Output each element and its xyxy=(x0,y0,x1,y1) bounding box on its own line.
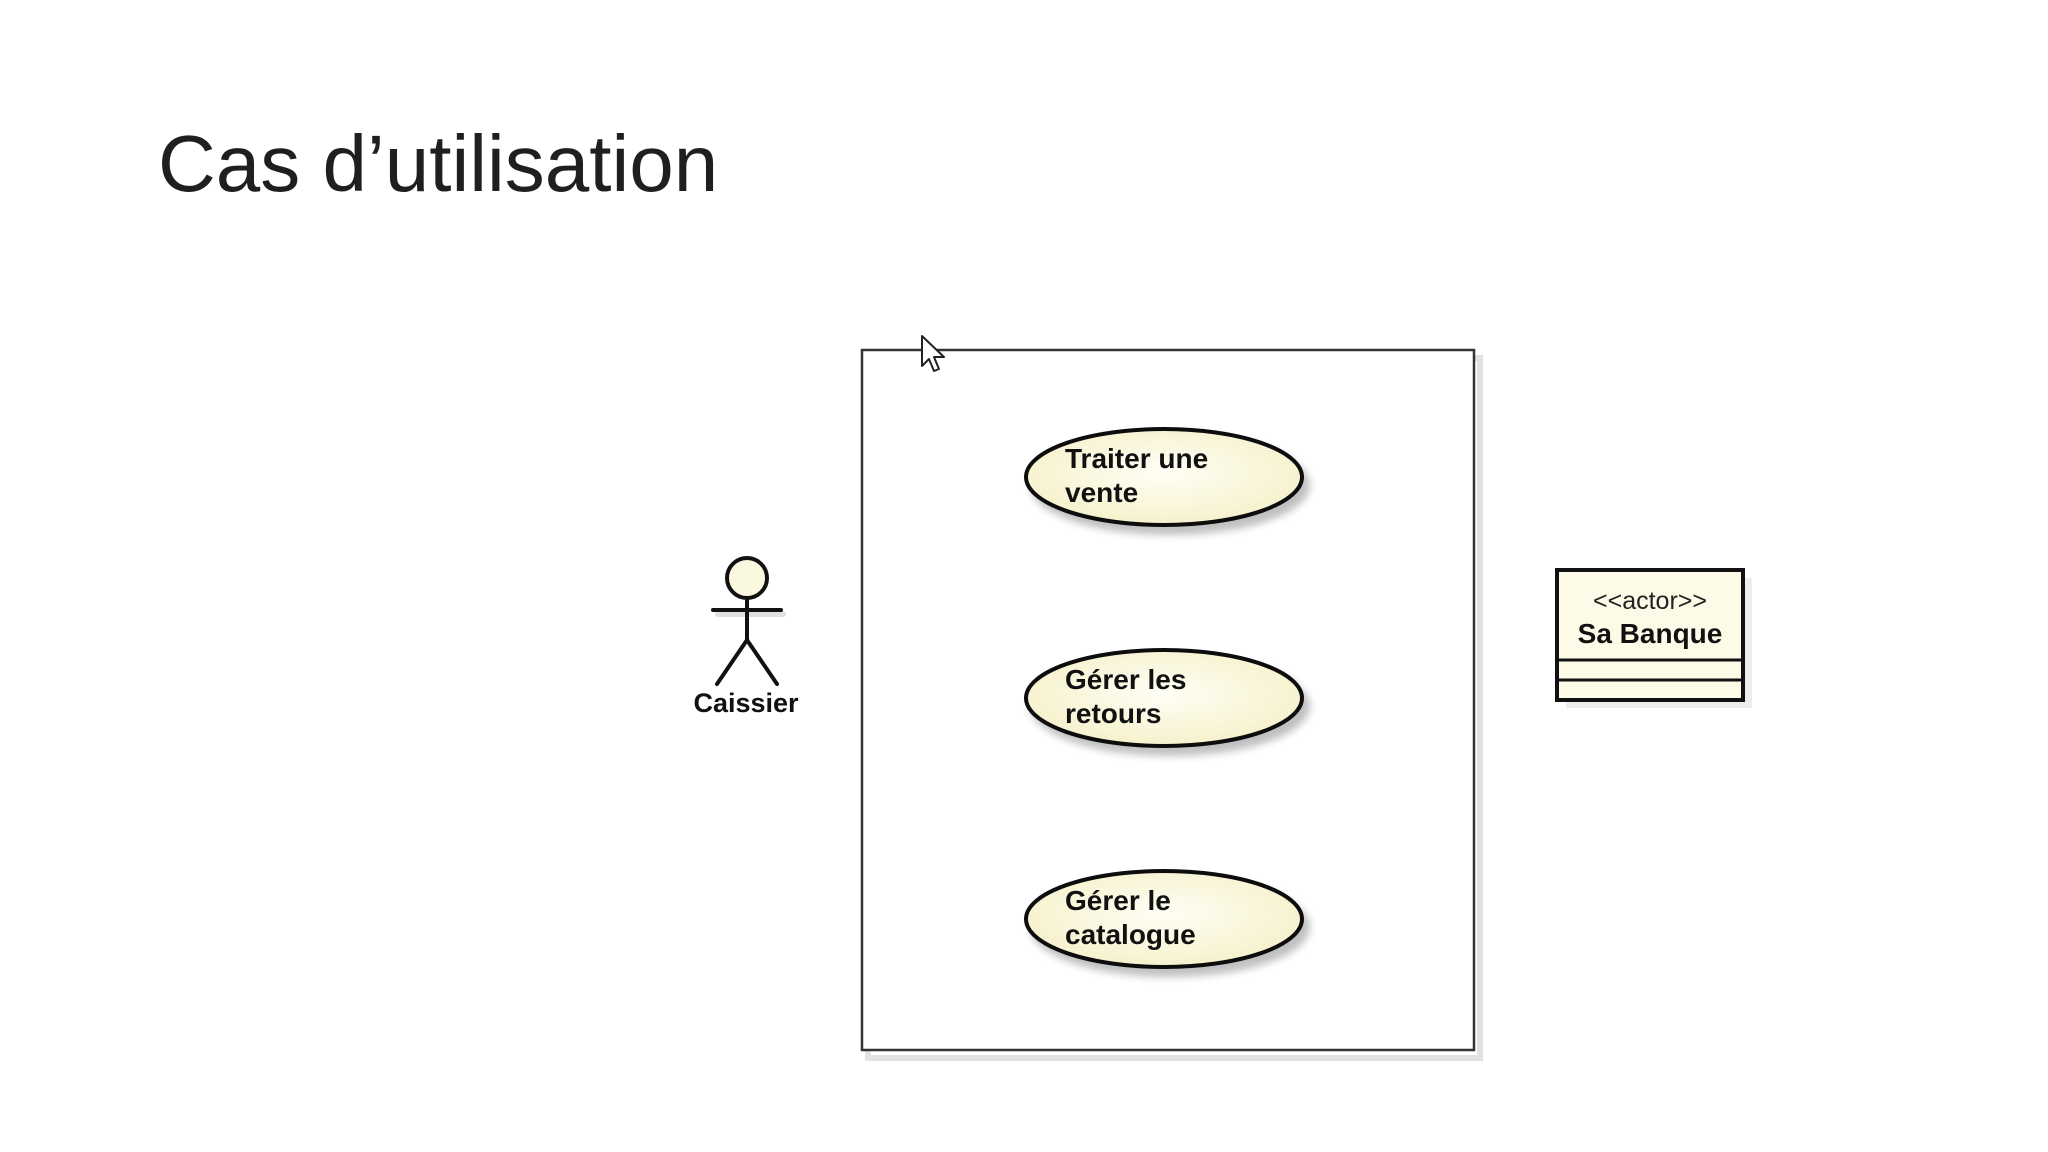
use-case-traiter-une-vente[interactable]: Traiter une vente xyxy=(1024,427,1304,527)
use-case-label-line1: Gérer le xyxy=(1065,885,1171,916)
slide-title: Cas d’utilisation xyxy=(158,119,719,208)
actor-box-name: Sa Banque xyxy=(1578,618,1723,649)
stick-figure-icon xyxy=(711,556,786,686)
use-case-label-line1: Traiter une xyxy=(1065,443,1208,474)
actor-name: Caissier xyxy=(693,688,799,718)
mouse-cursor-icon xyxy=(921,335,945,372)
use-case-gerer-les-retours[interactable]: Gérer les retours xyxy=(1024,648,1304,748)
use-case-label-line1: Gérer les xyxy=(1065,664,1186,695)
use-case-label-line2: retours xyxy=(1065,698,1161,729)
use-case-gerer-le-catalogue[interactable]: Gérer le catalogue xyxy=(1024,869,1304,969)
stereotype-label: <<actor>> xyxy=(1593,587,1707,615)
use-case-label-line2: catalogue xyxy=(1065,919,1196,950)
actor-caissier[interactable]: Caissier xyxy=(693,556,799,718)
use-case-label-line2: vente xyxy=(1065,477,1138,508)
actor-box-sa-banque[interactable]: <<actor>> Sa Banque xyxy=(1555,568,1752,708)
